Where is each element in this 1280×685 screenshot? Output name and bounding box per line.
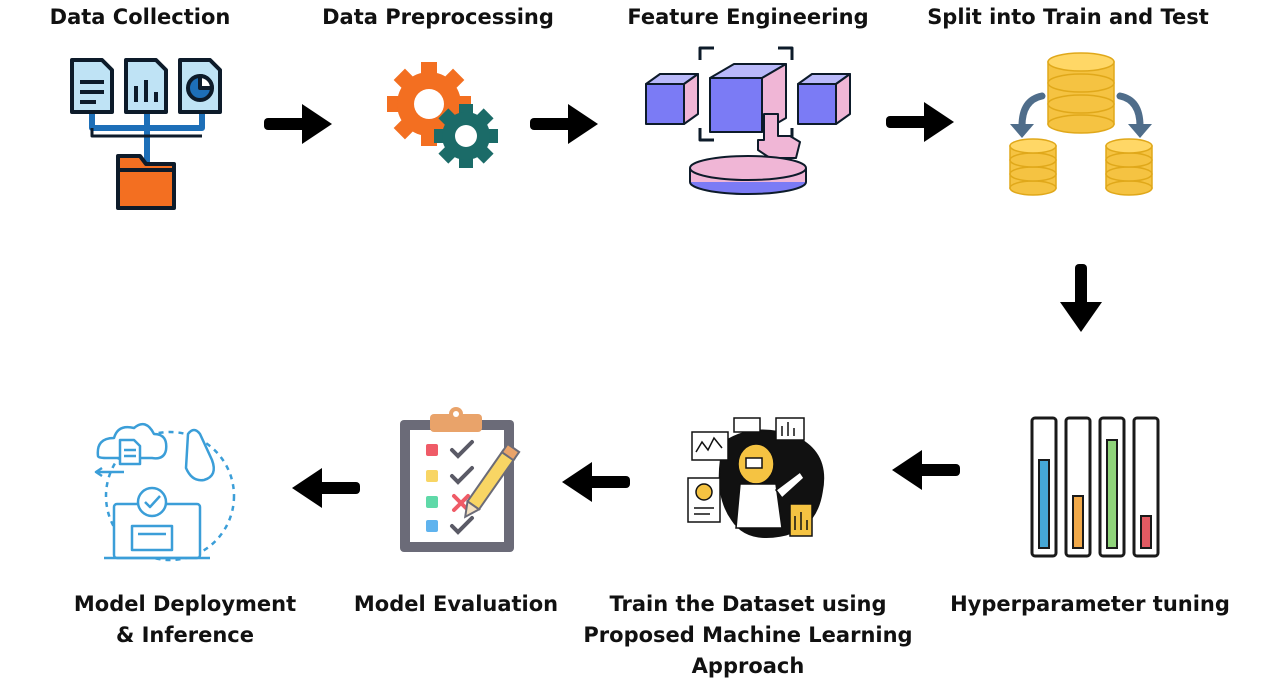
step-label-model-deployment: Model Deployment & Inference xyxy=(70,589,300,651)
train-label-line-2: Proposed Machine Learning xyxy=(583,623,913,647)
train-label-line-1: Train the Dataset using xyxy=(609,592,887,616)
arrow-evaluation-to-deployment xyxy=(292,468,360,508)
train-label-line-3: Approach xyxy=(691,654,805,678)
step-label-split-train-test: Split into Train and Test xyxy=(927,5,1209,29)
arrow-split-to-hyperparameter xyxy=(1060,264,1102,332)
bar-levels-icon xyxy=(1030,416,1160,558)
step-label-hyperparameter-tuning: Hyperparameter tuning xyxy=(950,592,1230,616)
arrow-feature-to-split xyxy=(886,102,954,142)
deploy-label-line-2: & Inference xyxy=(115,623,254,647)
deploy-label-line-1: Model Deployment xyxy=(73,592,297,616)
database-split-icon xyxy=(1009,52,1153,196)
arrow-collection-to-preprocessing xyxy=(264,104,332,144)
arrow-preprocessing-to-feature xyxy=(530,104,598,144)
step-label-data-collection: Data Collection xyxy=(49,5,231,29)
clipboard-checklist-icon xyxy=(400,407,521,552)
arrow-hyperparameter-to-train xyxy=(892,450,960,490)
step-label-train-dataset: Train the Dataset using Proposed Machine… xyxy=(578,589,918,682)
ai-robot-icon xyxy=(687,417,825,538)
step-label-feature-engineering: Feature Engineering xyxy=(627,5,869,29)
arrow-train-to-evaluation xyxy=(562,462,630,502)
cubes-icon xyxy=(645,46,851,195)
cloud-deploy-icon xyxy=(94,422,236,562)
gears-icon xyxy=(387,62,498,168)
data-collection-icon xyxy=(70,58,222,210)
step-label-data-preprocessing: Data Preprocessing xyxy=(322,5,554,29)
step-label-model-evaluation: Model Evaluation xyxy=(353,592,559,616)
